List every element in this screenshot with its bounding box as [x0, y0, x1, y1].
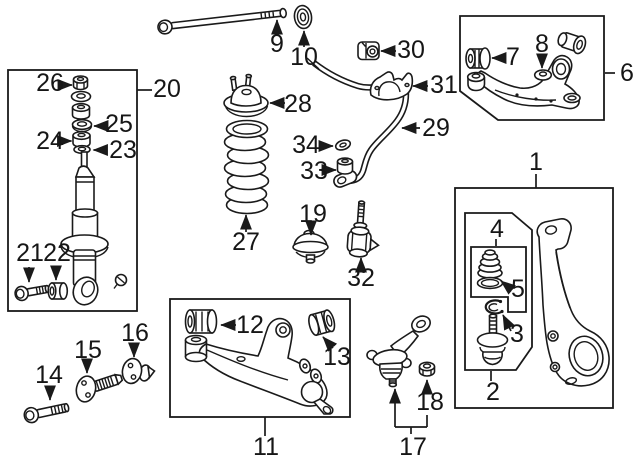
stabilizer-link-bushing: [336, 157, 354, 175]
upper-control-arm: [466, 54, 581, 110]
snap-ring: [484, 299, 504, 315]
lower-arm-bushing-rear: [308, 309, 336, 337]
stabilizer-link-washer: [334, 139, 352, 151]
callout-34: 34: [292, 131, 320, 159]
callout-11: 11: [253, 433, 279, 461]
strut-cushion-upper: [71, 102, 91, 120]
callout-7: 7: [506, 43, 520, 71]
stabilizer-bar: [306, 57, 410, 188]
ball-joint-stud: [476, 313, 509, 366]
callout-3: 3: [510, 320, 524, 348]
cam-bolt: [75, 373, 124, 403]
callout-32: 32: [347, 264, 375, 292]
bracket-17: [395, 415, 428, 434]
strut-cushion-24: [72, 130, 91, 148]
callout-arrow-3: [502, 314, 515, 332]
callout-19: 19: [299, 200, 327, 228]
callout-31: 31: [430, 71, 458, 99]
callout-25: 25: [105, 110, 133, 138]
strut-washer-upper: [70, 90, 92, 103]
ball-joint-boot: [476, 249, 504, 290]
callout-2: 2: [486, 378, 500, 406]
callout-21: 21: [16, 239, 44, 267]
callout-17: 17: [399, 433, 427, 461]
callout-13: 13: [323, 343, 351, 371]
strut-lower-bushing: [47, 282, 69, 300]
callout-30: 30: [397, 36, 425, 64]
upper-arm-front-bushing: [465, 47, 491, 70]
lower-ball-joint: [366, 315, 431, 388]
callout-20: 20: [153, 75, 181, 103]
callout-14: 14: [35, 361, 63, 389]
steering-knuckle: [536, 218, 610, 387]
callout-1: 1: [529, 148, 543, 176]
strut-washer-25: [71, 118, 93, 133]
stabilizer-bushing: [357, 41, 380, 61]
lower-control-arm: [184, 317, 334, 415]
callout-27: 27: [232, 228, 260, 256]
stabilizer-bracket: [369, 71, 414, 101]
callout-33: 33: [300, 157, 328, 185]
bolt-washer: [293, 4, 313, 30]
cam-washer: [533, 69, 553, 81]
upper-arm-rear-bushing: [557, 32, 587, 55]
callout-18: 18: [416, 388, 444, 416]
strut-small-screw: [113, 273, 128, 289]
callout-4: 4: [490, 215, 504, 243]
callout-29: 29: [422, 114, 450, 142]
callout-23: 23: [109, 136, 137, 164]
callout-24: 24: [36, 127, 64, 155]
callout-16: 16: [121, 319, 149, 347]
callout-arrow-5: [500, 280, 517, 295]
callout-8: 8: [535, 30, 549, 58]
callout-arrow-13: [322, 336, 338, 352]
callout-12: 12: [236, 311, 264, 339]
callout-9: 9: [270, 30, 284, 58]
callout-28: 28: [284, 90, 312, 118]
lower-arm-bushing-front: [184, 309, 218, 334]
lower-arm-bolt: [23, 402, 70, 424]
callout-26: 26: [36, 69, 64, 97]
callout-6: 6: [620, 59, 634, 87]
strut-mount: [223, 73, 269, 118]
shock-absorber: [60, 151, 109, 306]
stabilizer-link: [346, 200, 380, 258]
ball-joint-nut: [418, 361, 436, 377]
cam-plate: [121, 357, 156, 385]
coil-spring: [223, 119, 270, 215]
callout-15: 15: [74, 336, 102, 364]
strut-bar-bolt: [157, 7, 288, 35]
callout-10: 10: [290, 43, 318, 71]
callout-22: 22: [43, 239, 71, 267]
strut-mount-nut: [72, 75, 89, 91]
callout-5: 5: [511, 275, 525, 303]
